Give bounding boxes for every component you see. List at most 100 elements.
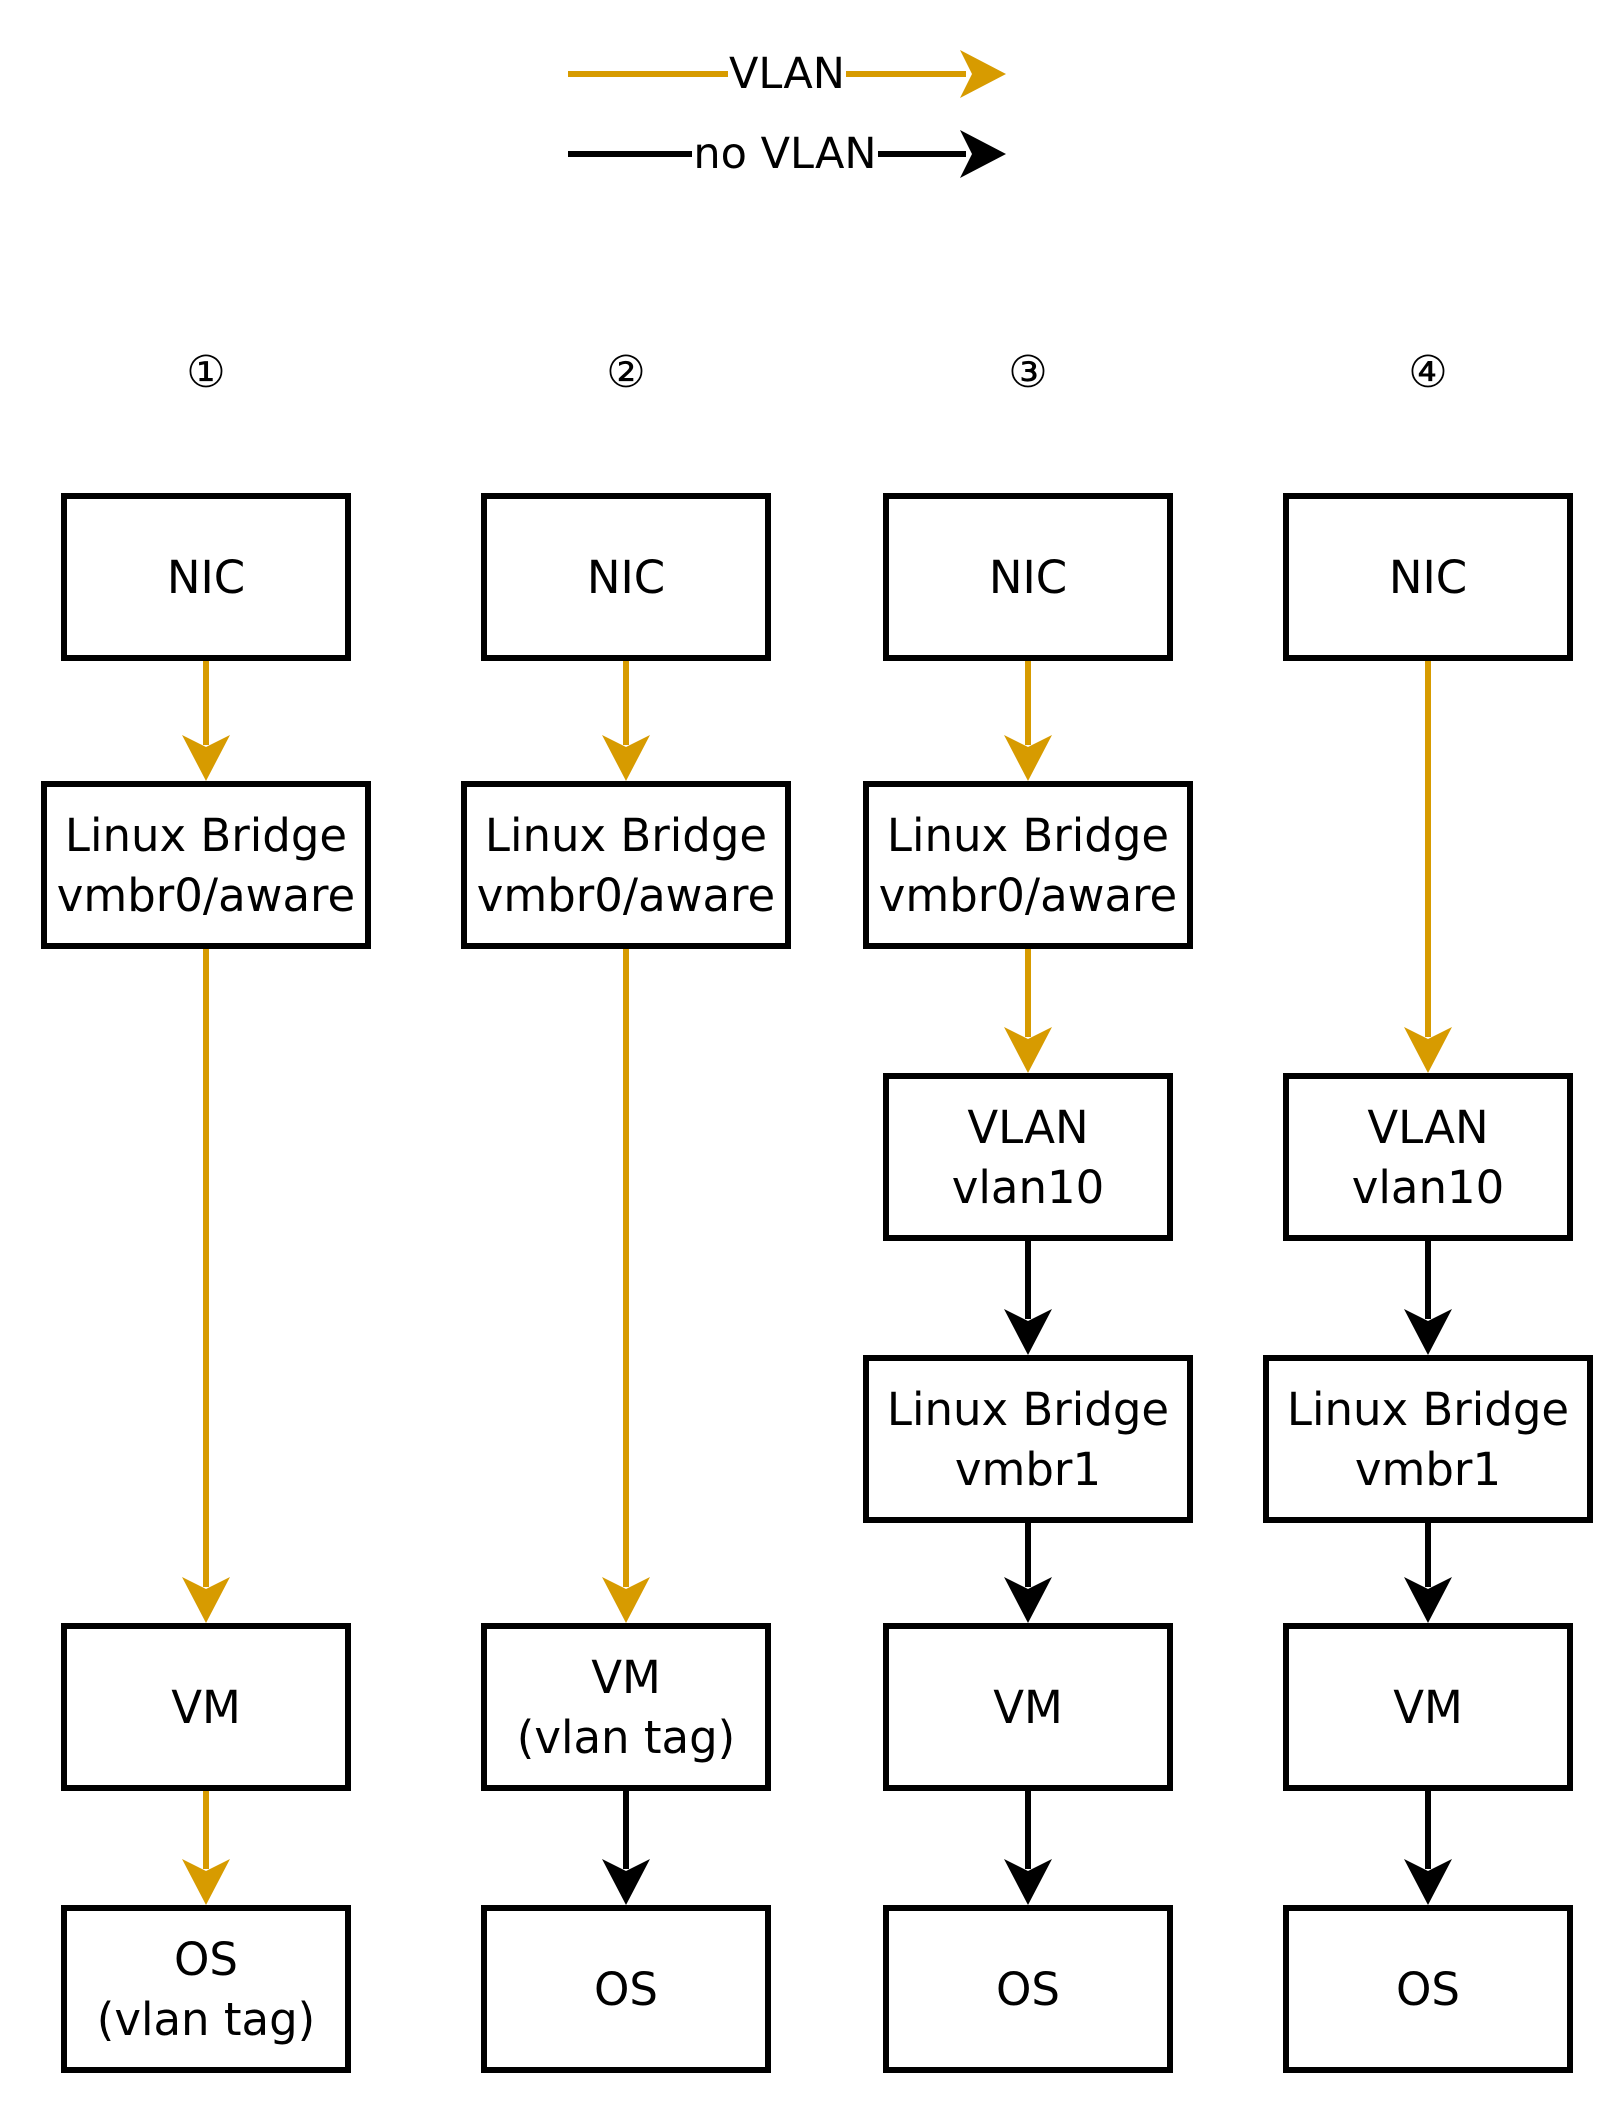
node-label: Linux Bridge	[1287, 1383, 1569, 1436]
legend-no-vlan: no VLAN	[568, 128, 1006, 180]
node-c2-vm: VM(vlan tag)	[481, 1623, 771, 1791]
node-c4-os: OS	[1283, 1905, 1573, 2073]
edge-c1-vm-to-c1-os	[182, 1791, 230, 1905]
edge-arrowhead	[602, 735, 650, 781]
node-label: (vlan tag)	[97, 1993, 315, 2046]
node-box	[1283, 1073, 1573, 1241]
node-label: NIC	[167, 551, 245, 604]
node-label: VM	[993, 1681, 1063, 1734]
node-box	[863, 1355, 1193, 1523]
node-box	[883, 1623, 1173, 1791]
node-box	[41, 781, 371, 949]
legend-vlan-label: VLAN	[729, 49, 845, 99]
node-box	[461, 781, 791, 949]
node-c2-nic: NIC	[481, 493, 771, 661]
node-box	[61, 1623, 351, 1791]
node-c3-vm: VM	[883, 1623, 1173, 1791]
node-box	[1283, 493, 1573, 661]
node-c3-os: OS	[883, 1905, 1173, 2073]
column-marker-4: ④	[1408, 347, 1447, 398]
node-label: VM	[591, 1651, 661, 1704]
node-label: NIC	[1389, 551, 1467, 604]
edge-c4-bridge1-to-c4-vm	[1404, 1523, 1452, 1623]
edge-c4-vm-to-c4-os	[1404, 1791, 1452, 1905]
node-box	[1283, 1905, 1573, 2073]
node-label: vmbr0/aware	[57, 869, 355, 922]
edge-arrowhead	[1404, 1309, 1452, 1355]
edges	[182, 661, 1452, 1905]
node-label: NIC	[989, 551, 1067, 604]
edge-c2-bridge-to-c2-vm	[602, 949, 650, 1623]
node-label: VLAN	[967, 1101, 1088, 1154]
node-c4-nic: NIC	[1283, 493, 1573, 661]
node-c1-bridge: Linux Bridge vmbr0/aware	[41, 781, 371, 949]
edge-arrowhead	[1404, 1577, 1452, 1623]
node-box	[61, 1905, 351, 2073]
node-label: Linux Bridge	[485, 809, 767, 862]
edge-arrowhead	[182, 735, 230, 781]
node-label: OS	[1396, 1963, 1460, 2016]
column-marker-3: ③	[1008, 347, 1047, 398]
node-box	[481, 1905, 771, 2073]
edge-arrowhead	[1404, 1027, 1452, 1073]
edge-arrowhead	[602, 1577, 650, 1623]
node-c1-nic: NIC	[61, 493, 351, 661]
node-c4-bridge1: Linux Bridge vmbr1	[1263, 1355, 1593, 1523]
node-box	[883, 1073, 1173, 1241]
node-box	[863, 781, 1193, 949]
node-c1-os: OS (vlan tag)	[61, 1905, 351, 2073]
node-c1-vm: VM	[61, 1623, 351, 1791]
node-label: vmbr0/aware	[477, 869, 775, 922]
node-c3-bridge1: Linux Bridge vmbr1	[863, 1355, 1193, 1523]
node-c2-os: OS	[481, 1905, 771, 2073]
legend-vlan: VLAN	[568, 48, 1006, 100]
node-label: Linux Bridge	[887, 1383, 1169, 1436]
edge-arrowhead	[1004, 1309, 1052, 1355]
node-c2-bridge: Linux Bridge vmbr0/aware	[461, 781, 791, 949]
node-label: NIC	[587, 551, 665, 604]
edge-arrowhead	[1404, 1859, 1452, 1905]
node-box	[61, 493, 351, 661]
column-marker-1: ①	[186, 347, 225, 398]
edge-c4-nic-to-c4-vlan	[1404, 661, 1452, 1073]
node-label: OS	[174, 1933, 238, 1986]
node-label: OS	[594, 1963, 658, 2016]
legend-vlan-label-bg	[728, 48, 846, 100]
edge-c4-vlan-to-c4-bridge1	[1404, 1241, 1452, 1355]
legend-no-vlan-arrowhead	[960, 130, 1006, 178]
edge-c3-bridge0-to-c3-vlan	[1004, 949, 1052, 1073]
node-box	[481, 1623, 771, 1791]
edge-c3-nic-to-c3-bridge0	[1004, 661, 1052, 781]
node-box	[883, 493, 1173, 661]
edge-arrowhead	[182, 1577, 230, 1623]
legend-vlan-arrowhead	[960, 50, 1006, 98]
edge-c3-bridge1-to-c3-vm	[1004, 1523, 1052, 1623]
edge-c2-nic-to-c2-bridge	[602, 661, 650, 781]
edge-arrowhead	[1004, 735, 1052, 781]
edge-c1-bridge-to-c1-vm	[182, 949, 230, 1623]
edge-c3-vm-to-c3-os	[1004, 1791, 1052, 1905]
edge-arrowhead	[1004, 1027, 1052, 1073]
node-box	[481, 493, 771, 661]
legend-no-vlan-label-bg	[692, 128, 878, 180]
node-label: vmbr1	[1355, 1443, 1501, 1496]
node-box	[1283, 1623, 1573, 1791]
node-label: Linux Bridge	[887, 809, 1169, 862]
node-label: VM	[1393, 1681, 1463, 1734]
node-label: vlan10	[1352, 1161, 1505, 1214]
edge-c3-vlan-to-c3-bridge1	[1004, 1241, 1052, 1355]
node-label: VM	[171, 1681, 241, 1734]
edge-arrowhead	[1004, 1577, 1052, 1623]
node-box	[1263, 1355, 1593, 1523]
node-box	[883, 1905, 1173, 2073]
edge-arrowhead	[1004, 1859, 1052, 1905]
node-label: vmbr1	[955, 1443, 1101, 1496]
node-label: OS	[996, 1963, 1060, 2016]
node-c3-bridge0: Linux Bridge vmbr0/aware	[863, 781, 1193, 949]
node-label: vmbr0/aware	[879, 869, 1177, 922]
node-label: Linux Bridge	[65, 809, 347, 862]
